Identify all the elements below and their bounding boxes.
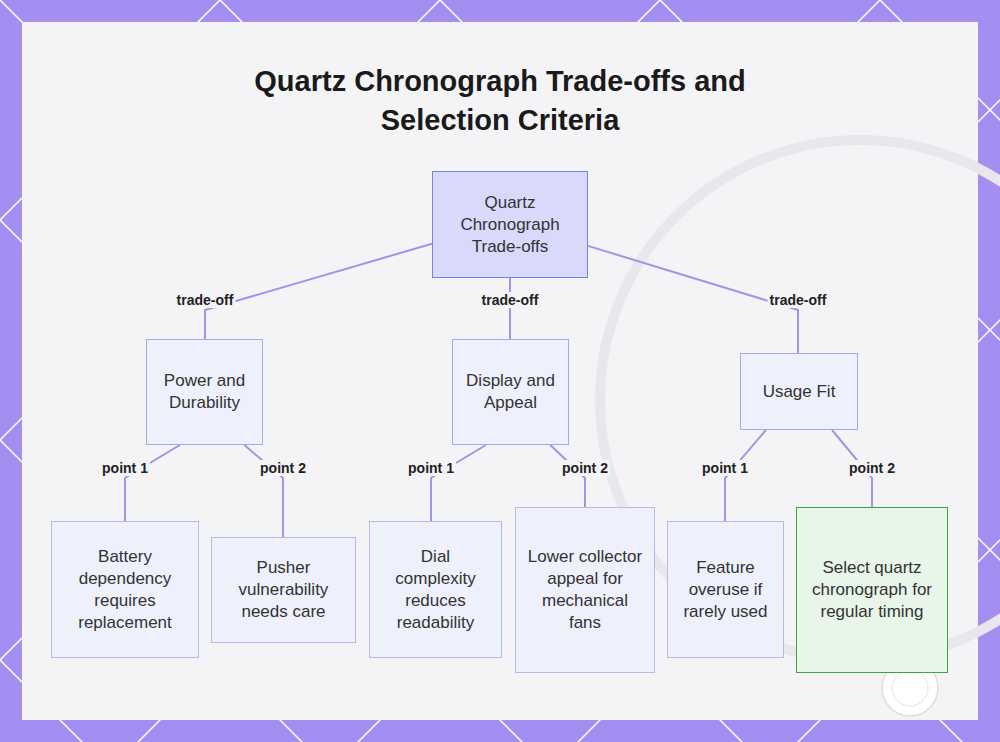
connector-line	[588, 246, 798, 353]
logo-ring	[892, 670, 928, 706]
edge-label: point 1	[700, 460, 750, 476]
point-box: Battery dependency requires replacement	[51, 521, 199, 658]
edge-label: trade-off	[768, 292, 829, 308]
edge-label: point 2	[560, 460, 610, 476]
edge-label: point 2	[847, 460, 897, 476]
diagram-title: Quartz Chronograph Trade-offs and Select…	[220, 62, 780, 140]
connector-line	[205, 244, 432, 339]
point-box: Lower collector appeal for mechanical fa…	[515, 507, 655, 673]
node-label: Power and Durability	[157, 370, 252, 414]
connector-line	[244, 445, 283, 537]
edge-label: point 2	[258, 460, 308, 476]
category-box: Usage Fit	[740, 353, 858, 430]
node-label: Pusher vulnerability needs care	[222, 557, 345, 623]
edge-label: trade-off	[480, 292, 541, 308]
category-box: Display and Appeal	[452, 339, 569, 445]
node-label: Feature overuse if rarely used	[678, 557, 773, 623]
recommendation-box: Select quartz chronograph for regular ti…	[796, 507, 948, 673]
category-box: Power and Durability	[146, 339, 263, 445]
node-label: Usage Fit	[763, 381, 836, 403]
node-label: Dial complexity reduces readability	[380, 546, 491, 634]
point-box: Feature overuse if rarely used	[667, 521, 784, 658]
point-box: Pusher vulnerability needs care	[211, 537, 356, 643]
connector-line	[550, 445, 585, 507]
node-label: Display and Appeal	[463, 370, 558, 414]
node-label: Quartz Chronograph Trade-offs	[443, 192, 577, 258]
connector-line	[509, 278, 511, 339]
panel	[22, 22, 978, 720]
edge-label: point 1	[100, 460, 150, 476]
point-box: Dial complexity reduces readability	[369, 521, 502, 658]
edge-label: point 1	[406, 460, 456, 476]
node-label: Select quartz chronograph for regular ti…	[807, 557, 937, 623]
root-box: Quartz Chronograph Trade-offs	[432, 171, 588, 278]
connector-line	[431, 445, 486, 521]
node-label: Lower collector appeal for mechanical fa…	[526, 546, 644, 634]
node-label: Battery dependency requires replacement	[62, 546, 188, 634]
connector-line	[125, 445, 180, 521]
edge-label: trade-off	[175, 292, 236, 308]
